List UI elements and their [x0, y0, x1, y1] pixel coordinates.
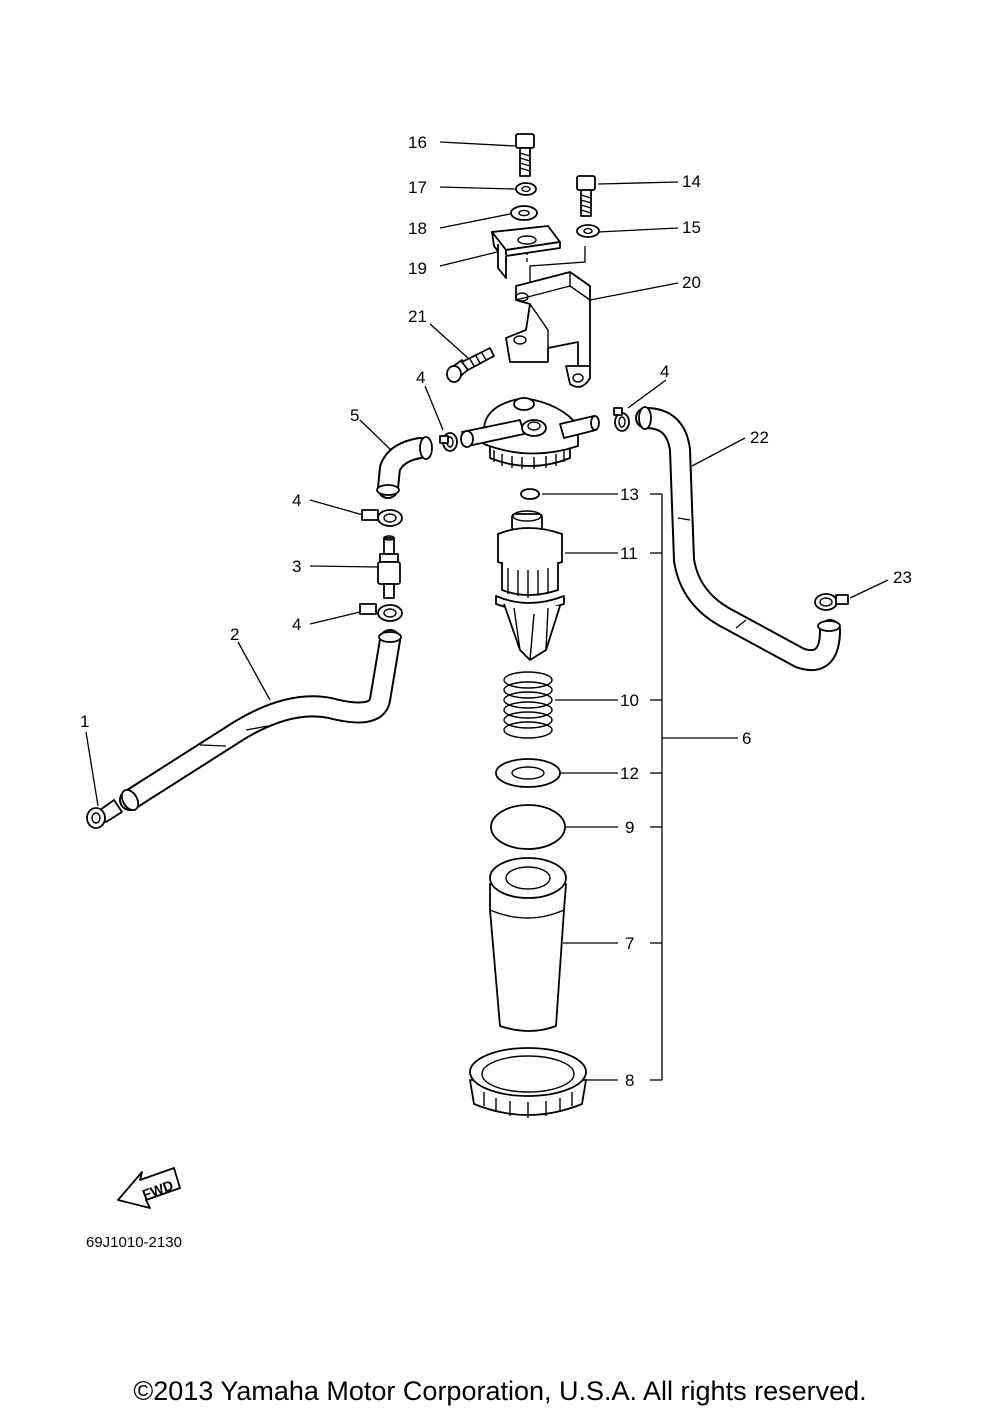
part-23-clip: [814, 593, 849, 611]
part-4-clip-lower-left: [359, 603, 403, 622]
part-17-washer: [515, 182, 537, 196]
label-4-c: 4: [292, 491, 301, 510]
label-2: 2: [230, 625, 239, 644]
part-16-bolt: [515, 133, 535, 177]
filter-head: [460, 397, 600, 469]
label-6: 6: [742, 729, 751, 748]
label-18: 18: [408, 219, 427, 238]
part-7-filter-cup: [489, 857, 567, 1032]
part-3-joint: [377, 535, 401, 599]
label-21: 21: [408, 307, 427, 326]
diagram-part-code: 69J1010-2130: [86, 1234, 182, 1251]
part-14-bolt: [576, 175, 596, 217]
part-20-bracket: [505, 271, 591, 388]
callout-labels: 16 17 18 19 14 15 20 21 4 4 5 22 4 3 4 2…: [80, 133, 912, 1090]
label-23: 23: [893, 568, 912, 587]
part-18-washer: [510, 205, 538, 221]
label-14: 14: [682, 172, 701, 191]
part-22-hose: [635, 406, 841, 671]
part-2-hose: [119, 629, 402, 812]
label-4-d: 4: [292, 615, 301, 634]
label-16: 16: [408, 133, 427, 152]
part-5-hose: [376, 436, 433, 499]
part-4-clip-upper-left: [439, 432, 458, 452]
label-9: 9: [625, 818, 634, 837]
label-15: 15: [682, 218, 701, 237]
part-15-washer: [576, 224, 600, 238]
label-4-b: 4: [660, 362, 669, 381]
part-4-clip-upper-right: [613, 407, 630, 432]
part-13-o-ring: [520, 488, 540, 500]
label-3: 3: [292, 557, 301, 576]
label-5: 5: [350, 406, 359, 425]
leader-lines: [85, 141, 889, 1081]
label-19: 19: [408, 259, 427, 278]
part-11-filter-element: [495, 510, 565, 661]
part-21-screw: [446, 347, 495, 383]
label-17: 17: [408, 178, 427, 197]
part-12-washer: [495, 758, 561, 788]
label-13: 13: [620, 485, 639, 504]
label-1: 1: [80, 712, 89, 731]
label-4-a: 4: [416, 368, 425, 387]
part-10-spring: [503, 671, 553, 739]
part-4-clip-mid-left: [361, 509, 403, 527]
label-22: 22: [750, 428, 769, 447]
part-9-o-ring: [490, 804, 566, 850]
label-8: 8: [625, 1071, 634, 1090]
fwd-arrow-icon: FWD: [117, 1167, 181, 1209]
copyright-notice: ©2013 Yamaha Motor Corporation, U.S.A. A…: [133, 1376, 867, 1406]
label-12: 12: [620, 764, 639, 783]
label-20: 20: [682, 273, 701, 292]
label-10: 10: [620, 691, 639, 710]
part-1-plug: [86, 799, 123, 829]
label-7: 7: [625, 934, 634, 953]
part-19-clamp-plate: [491, 225, 561, 279]
label-11: 11: [620, 544, 638, 563]
part-8-ring-nut: [469, 1047, 587, 1118]
